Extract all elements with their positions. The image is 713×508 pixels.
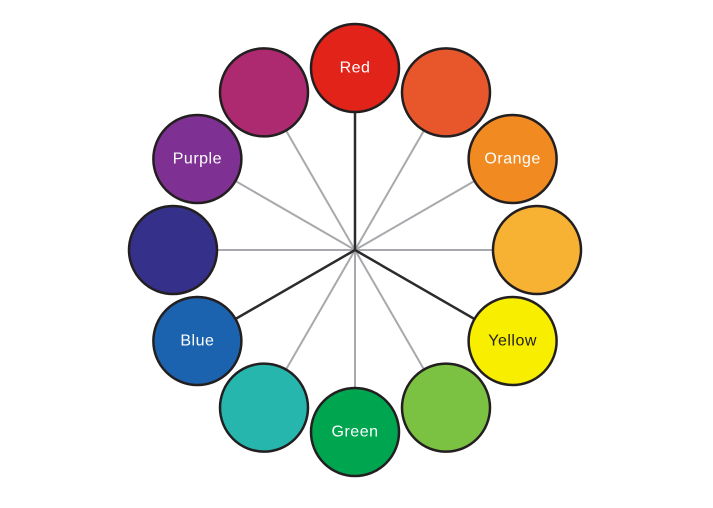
color-node-blue: [152, 295, 243, 387]
color-node-red-purple: [218, 47, 310, 138]
color-node-green: [309, 386, 401, 478]
color-node-orange: [467, 113, 558, 205]
color-node-label-red: Red: [340, 60, 371, 77]
color-node-label-green: Green: [332, 424, 379, 441]
color-node-blue-green: [218, 362, 310, 453]
color-node-label-purple: Purple: [173, 151, 222, 168]
color-node-label-orange: Orange: [484, 151, 540, 168]
color-node-yellow: [467, 295, 558, 387]
color-node-yellow-green: [400, 362, 492, 453]
color-node-yellow-orange: [491, 204, 583, 296]
color-node-red-orange: [400, 47, 492, 138]
color-node-label-blue: Blue: [180, 333, 214, 350]
color-node-label-yellow: Yellow: [488, 333, 537, 350]
color-node-purple: [152, 113, 243, 205]
color-node-red: [309, 22, 401, 114]
color-node-blue-purple: [127, 204, 219, 296]
